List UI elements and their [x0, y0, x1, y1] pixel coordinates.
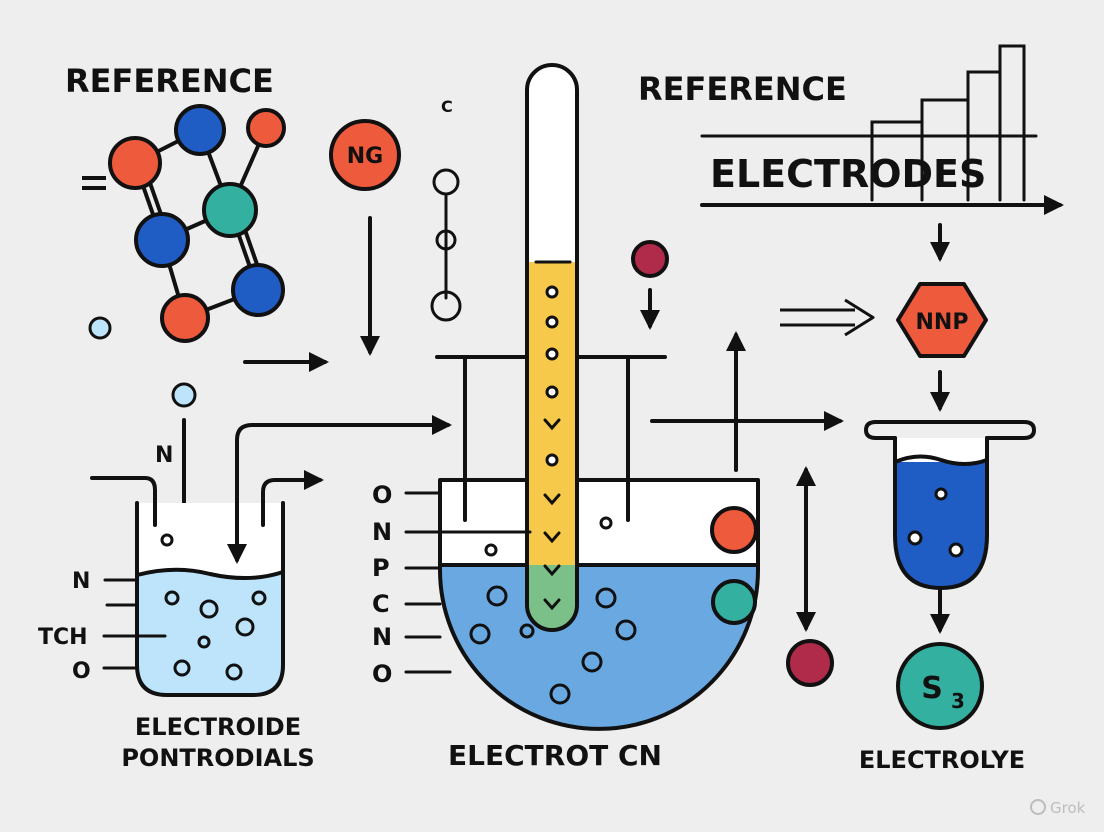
- left-beaker: [135, 501, 285, 697]
- center-p-label: P: [372, 554, 390, 582]
- caption-left-line1: ELECTROIDE: [135, 713, 301, 741]
- ng-atom: [329, 119, 401, 191]
- maroon-atom: [631, 240, 669, 278]
- teal-atom: [202, 182, 258, 238]
- small-c-label: C: [441, 97, 453, 116]
- caption-left-line2: PONTRODIALS: [121, 744, 314, 772]
- left-o-label: O: [72, 659, 91, 684]
- s3-atom: [896, 642, 984, 730]
- electrodes-label: ELECTRODES: [710, 152, 986, 196]
- s3-subscript-label: 3: [951, 689, 965, 713]
- red-atom: [246, 108, 286, 148]
- reference-left-label: REFERENCE: [65, 62, 274, 100]
- maroon-atom: [786, 639, 834, 687]
- teal-atom: [711, 579, 757, 625]
- outlet-arrow: [261, 470, 324, 527]
- left-n-label: N: [72, 569, 90, 594]
- purple-atom: [435, 229, 457, 251]
- feed-arrow: [235, 415, 452, 555]
- bubble: [171, 382, 197, 408]
- inlet-pipe: [90, 476, 157, 527]
- staircase-graphic: [700, 44, 1038, 202]
- purple-atom: [432, 168, 460, 196]
- watermark: Grok: [1050, 799, 1086, 817]
- left-tch-label: TCH: [38, 625, 88, 650]
- reference-right-label: REFERENCE: [638, 70, 847, 108]
- grok-logo-icon: [1030, 799, 1046, 815]
- caption-center: ELECTROT CN: [448, 739, 662, 772]
- n-top-label: N: [155, 443, 173, 468]
- s3-atom-label: S: [921, 671, 943, 706]
- center-beaker: [438, 478, 760, 731]
- red-atom: [108, 136, 162, 190]
- nnp-label: NNP: [916, 310, 969, 335]
- red-atom: [710, 506, 758, 554]
- center-n2-label: N: [372, 623, 392, 651]
- blue-atom: [231, 263, 285, 317]
- blue-atom: [134, 212, 190, 268]
- center-o2-label: O: [372, 660, 392, 688]
- center-c-label: C: [372, 590, 390, 618]
- reference-tube: [525, 63, 579, 632]
- right-test-tube: [864, 420, 1036, 590]
- blue-atom: [174, 104, 226, 156]
- red-atom: [430, 290, 462, 322]
- nnp-hexagon: [896, 282, 988, 358]
- center-o-label: O: [372, 481, 392, 509]
- double-line-arrow: [780, 298, 875, 337]
- bubble: [88, 316, 112, 340]
- center-n1-label: N: [372, 518, 392, 546]
- red-atom: [160, 293, 210, 343]
- caption-right: ELECTROLYE: [859, 746, 1025, 774]
- ng-atom-label: NG: [347, 144, 383, 169]
